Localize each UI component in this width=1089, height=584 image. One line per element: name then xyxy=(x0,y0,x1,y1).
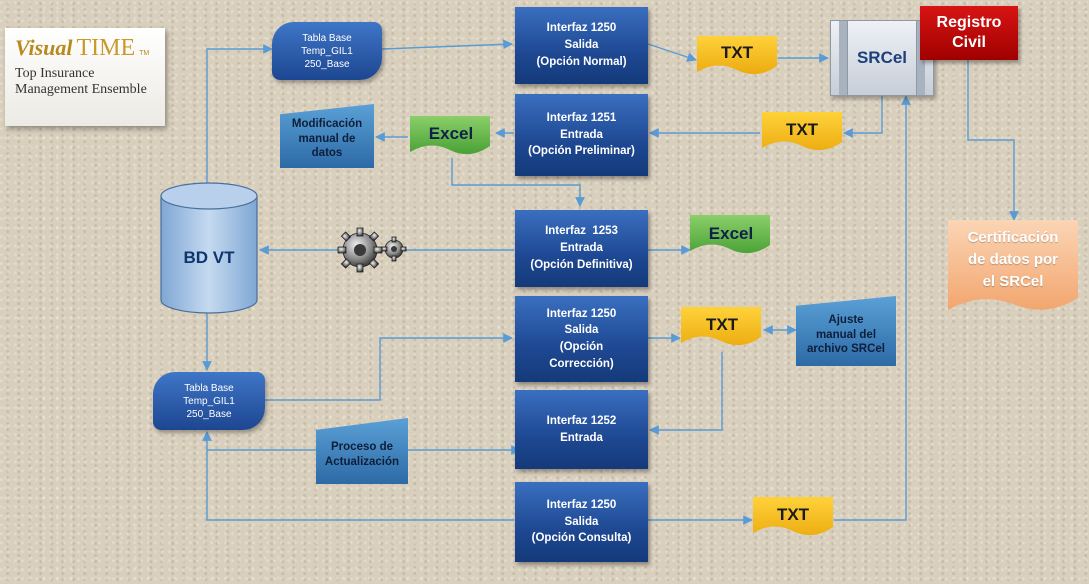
interfaz-1250-normal-option: (Opción Normal) xyxy=(536,55,627,68)
modificacion-manual: Modificación manual de datos xyxy=(280,104,374,168)
srcel-label: SRCel xyxy=(856,48,908,67)
logo-tagline-1: Top Insurance xyxy=(15,66,95,81)
interfaz-1250-correccion-option-a: (Opción xyxy=(559,341,604,353)
tabla-base-bottom: Tabla Base Temp_GIL1 250_Base xyxy=(153,372,265,430)
interfaz-1250-normal-title: Interfaz 1250 xyxy=(546,22,617,35)
certificacion-srcel: Certificación de datos por el SRCel xyxy=(948,220,1078,312)
interfaz-1251-option: (Opción Preliminar) xyxy=(528,145,635,158)
interfaz-1252-type: Entrada xyxy=(560,431,603,444)
interfaz-1253-definitiva: Interfaz 1253 Entrada (Opción Definitiva… xyxy=(515,210,648,287)
interfaz-1250-correccion-type: Salida xyxy=(564,324,599,337)
logo-brand-time: TIME xyxy=(76,35,136,61)
registro-line1: Registro xyxy=(936,14,1002,31)
txt-doc-consulta-label: TXT xyxy=(776,505,810,524)
interfaz-1253-title: Interfaz 1253 xyxy=(545,225,618,238)
ajuste-line3: archivo SRCel xyxy=(807,343,885,356)
logo-brand-visual: Visual xyxy=(15,35,73,60)
logo-tagline-2: Management Ensemble xyxy=(15,82,147,97)
certificacion-line3: el SRCel xyxy=(982,272,1044,290)
logo: Visual TIME TM Top Insurance Management … xyxy=(5,28,165,126)
srcel-system: SRCel xyxy=(830,20,934,96)
interfaz-1250-consulta-option: (Opción Consulta) xyxy=(531,532,632,545)
interfaz-1250-consulta-title: Interfaz 1250 xyxy=(546,498,617,511)
tabla-base-top-line2: Temp_GIL1 xyxy=(301,45,353,57)
interfaz-1250-consulta-type: Salida xyxy=(564,515,599,528)
proceso-actualizacion: Proceso de Actualización xyxy=(316,418,408,484)
txt-doc-consulta: TXT xyxy=(753,497,833,541)
tabla-base-top-line3: 250_Base xyxy=(304,58,350,70)
tabla-base-bottom-line3: 250_Base xyxy=(186,408,232,420)
logo-tm: TM xyxy=(139,50,150,57)
registro-civil: Registro Civil xyxy=(920,6,1018,60)
registro-line2: Civil xyxy=(952,34,986,51)
srcel-bar-left xyxy=(839,21,848,95)
ajuste-manual-srcel: Ajuste manual del archivo SRCel xyxy=(796,296,896,366)
interfaz-1250-correccion: Interfaz 1250 Salida (Opción Corrección) xyxy=(515,296,648,382)
excel-doc-preliminar-label: Excel xyxy=(428,124,474,143)
database-bd-vt: BD VT xyxy=(160,182,258,314)
interfaz-1251-title: Interfaz 1251 xyxy=(546,111,617,124)
interfaz-1250-correccion-title: Interfaz 1250 xyxy=(546,307,617,320)
certificacion-line2: de datos por xyxy=(967,251,1058,269)
tabla-base-bottom-line2: Temp_GIL1 xyxy=(183,395,235,407)
database-cylinder-icon xyxy=(160,182,258,314)
ajuste-line2: manual del xyxy=(815,328,877,341)
gears-icon xyxy=(336,227,408,273)
ajuste-line1: Ajuste xyxy=(828,313,864,326)
interfaz-1250-consulta: Interfaz 1250 Salida (Opción Consulta) xyxy=(515,482,648,562)
txt-doc-correccion-label: TXT xyxy=(705,315,739,334)
proceso-line2: Actualización xyxy=(324,456,400,468)
interfaz-1251-type: Entrada xyxy=(560,128,603,141)
interfaz-1250-normal: Interfaz 1250 Salida (Opción Normal) xyxy=(515,7,648,84)
interfaz-1253-type: Entrada xyxy=(560,242,603,255)
tabla-base-top: Tabla Base Temp_GIL1 250_Base xyxy=(272,22,382,80)
txt-doc-srcel-label: TXT xyxy=(785,120,819,139)
certificacion-line1: Certificación xyxy=(967,229,1059,247)
modificacion-line2: manual de xyxy=(298,132,356,145)
proceso-line1: Proceso de xyxy=(331,441,393,454)
interfaz-1252-entrada: Interfaz 1252 Entrada xyxy=(515,390,648,469)
txt-doc-normal-label: TXT xyxy=(720,43,754,62)
interfaz-1251-preliminar: Interfaz 1251 Entrada (Opción Preliminar… xyxy=(515,94,648,176)
modificacion-line1: Modificación xyxy=(291,117,363,130)
interfaz-1252-title: Interfaz 1252 xyxy=(546,414,617,427)
interfaz-1250-normal-type: Salida xyxy=(564,39,599,52)
tabla-base-top-line1: Tabla Base xyxy=(302,32,352,44)
tabla-base-bottom-line1: Tabla Base xyxy=(184,382,234,394)
interfaz-1253-option: (Opción Definitiva) xyxy=(530,258,633,271)
interfaz-1250-correccion-option-b: Corrección) xyxy=(549,357,614,370)
modificacion-line3: datos xyxy=(311,147,343,160)
excel-doc-definitiva-label: Excel xyxy=(708,224,754,243)
database-label: BD VT xyxy=(183,248,235,267)
